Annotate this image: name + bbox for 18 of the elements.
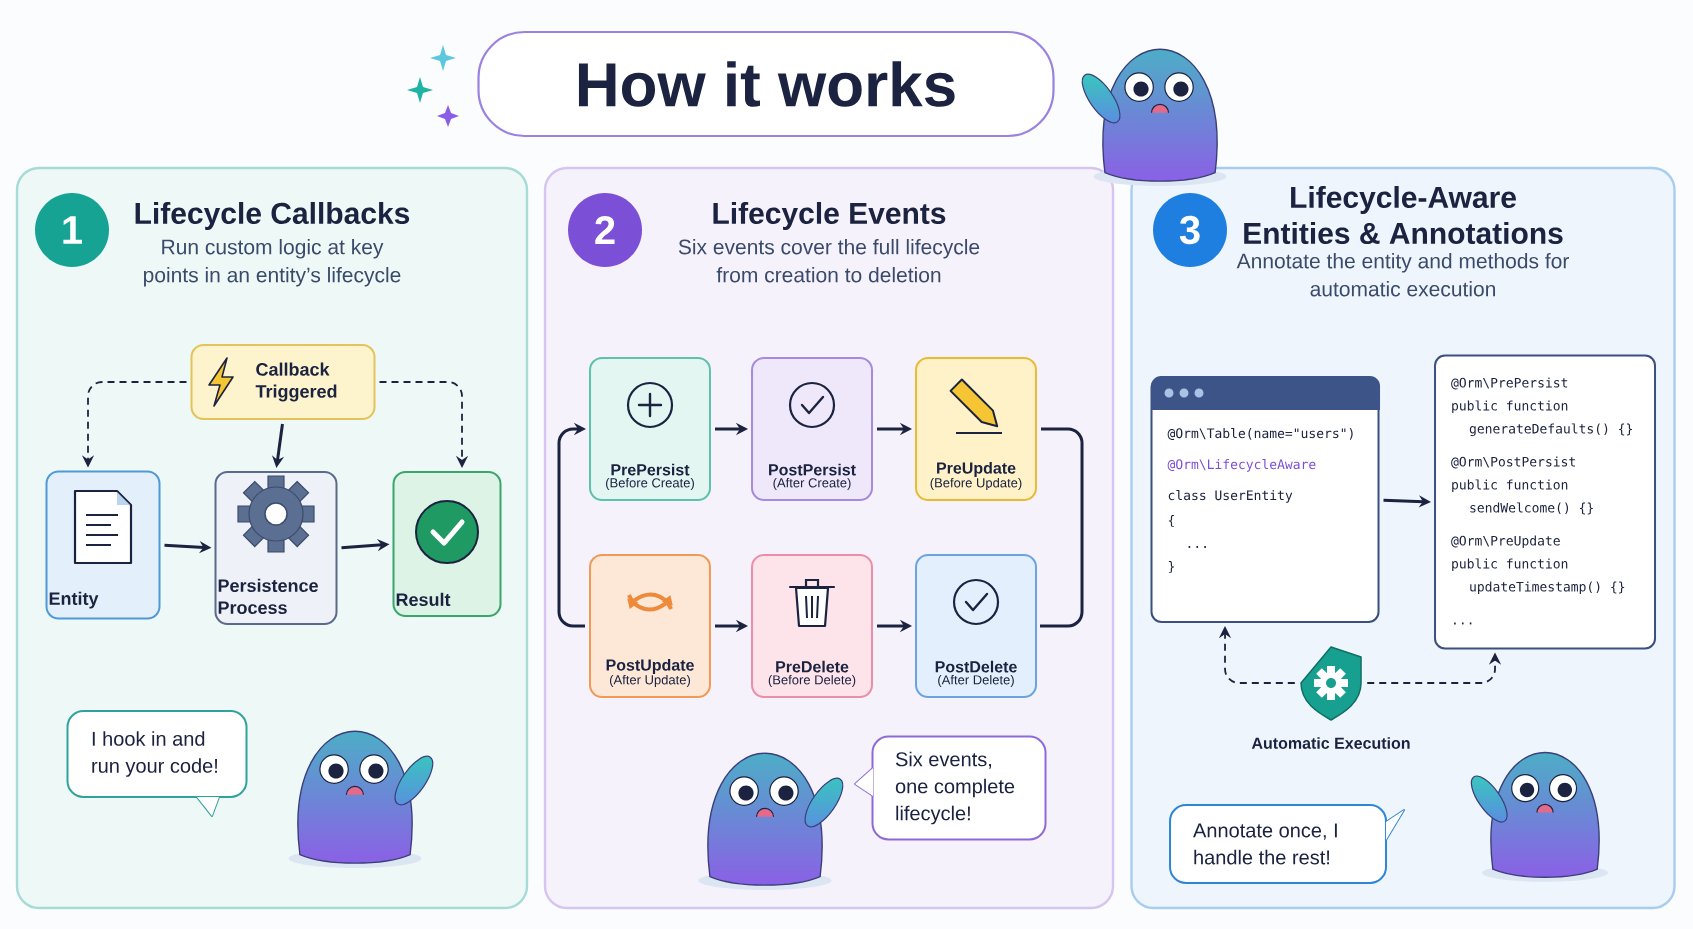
event-box: PostDelete (After Delete)	[915, 554, 1037, 698]
event-box: PreUpdate (Before Update)	[915, 357, 1037, 501]
shield-icon	[1300, 646, 1362, 721]
code-window: @Orm\PrePersist public function generateDefaults() {} @Orm\PostPersist public function sendWelcome() {} @Orm\PreUpdate public function updateTimestamp() {} ...	[1434, 354, 1656, 650]
number-badge: 1	[35, 193, 109, 267]
speech-bubble: Six events, one complete lifecycle!	[854, 735, 1047, 841]
code-window: @Orm\Table(name="users") @Orm\LifecycleAware class UserEntity { ... }	[1150, 376, 1380, 623]
speech-bubble: I hook in and run your code!	[66, 710, 248, 817]
event-box: PostUpdate (After Update)	[589, 554, 711, 698]
process-box: Callback Triggered	[190, 344, 376, 420]
speech-bubble: Annotate once, I handle the rest!	[1169, 804, 1405, 884]
title-box: How it works	[477, 30, 1055, 138]
event-box: PostPersist (After Create)	[751, 357, 873, 501]
number-badge: 3	[1153, 193, 1227, 267]
event-box: PrePersist (Before Create)	[589, 357, 711, 501]
node-label: Automatic Execution	[1251, 737, 1410, 749]
number-badge: 2	[568, 193, 642, 267]
event-box: PreDelete (Before Delete)	[751, 554, 873, 698]
